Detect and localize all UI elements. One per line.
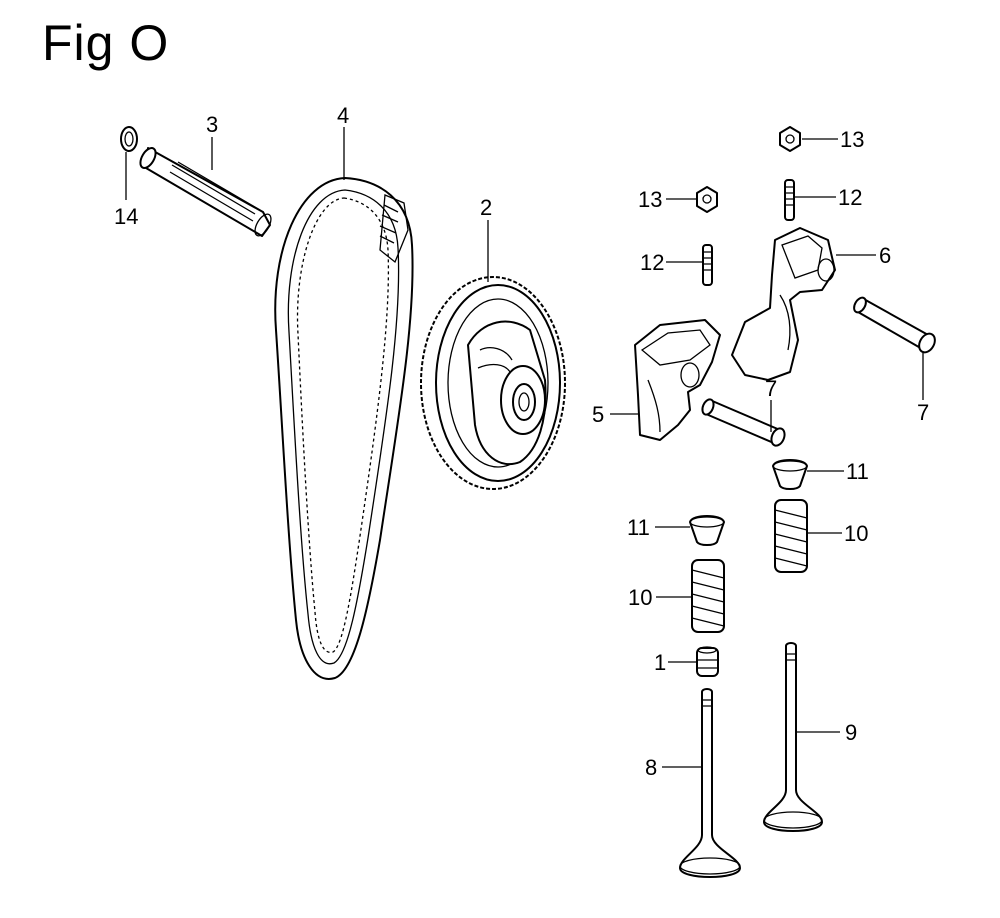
callout-11-right: 11 xyxy=(846,459,869,484)
part-12-stud-right xyxy=(784,179,795,221)
part-11-retainer-right xyxy=(772,459,808,490)
part-4-timing-belt xyxy=(274,177,414,680)
part-9-valve-right xyxy=(763,642,823,832)
part-12-stud-left xyxy=(702,244,713,286)
part-3-shaft xyxy=(139,147,272,237)
callout-13-upper: 13 xyxy=(840,127,864,152)
part-7-rocker-shaft-right xyxy=(853,296,936,354)
callout-2: 2 xyxy=(480,195,492,220)
callout-1: 1 xyxy=(654,650,666,675)
callout-11-left: 11 xyxy=(627,515,650,540)
callout-13-lower: 13 xyxy=(638,187,662,212)
callout-12-right: 12 xyxy=(838,185,862,210)
leader-lines xyxy=(125,127,924,768)
callout-3: 3 xyxy=(206,112,218,137)
part-7-rocker-shaft-center xyxy=(701,398,786,447)
callout-10-right: 10 xyxy=(844,521,868,546)
part-13-nut-lower xyxy=(696,186,718,213)
callout-4: 4 xyxy=(337,103,349,128)
callout-12-left: 12 xyxy=(640,250,664,275)
part-8-valve-left xyxy=(679,688,741,878)
callout-labels: 3 4 14 2 13 13 12 12 6 5 7 7 11 11 10 10… xyxy=(114,103,929,780)
part-11-retainer-left xyxy=(689,515,725,546)
callout-6: 6 xyxy=(879,243,891,268)
part-5-rocker-arm xyxy=(634,319,721,441)
callout-7-right: 7 xyxy=(917,400,929,425)
part-10-valve-spring-left xyxy=(691,559,725,633)
part-10-valve-spring-right xyxy=(774,499,808,573)
callout-7-center: 7 xyxy=(765,376,777,401)
figure-title: Fig O xyxy=(42,15,170,71)
callout-5: 5 xyxy=(592,402,604,427)
callout-14: 14 xyxy=(114,204,138,229)
part-14-washer xyxy=(120,126,138,152)
part-1-stem-seal xyxy=(696,646,719,677)
part-2-cam-pulley xyxy=(420,276,566,490)
callout-8: 8 xyxy=(645,755,657,780)
callout-9: 9 xyxy=(845,720,857,745)
part-13-nut-upper xyxy=(779,126,801,152)
callout-10-left: 10 xyxy=(628,585,652,610)
part-6-rocker-arm xyxy=(731,227,836,381)
